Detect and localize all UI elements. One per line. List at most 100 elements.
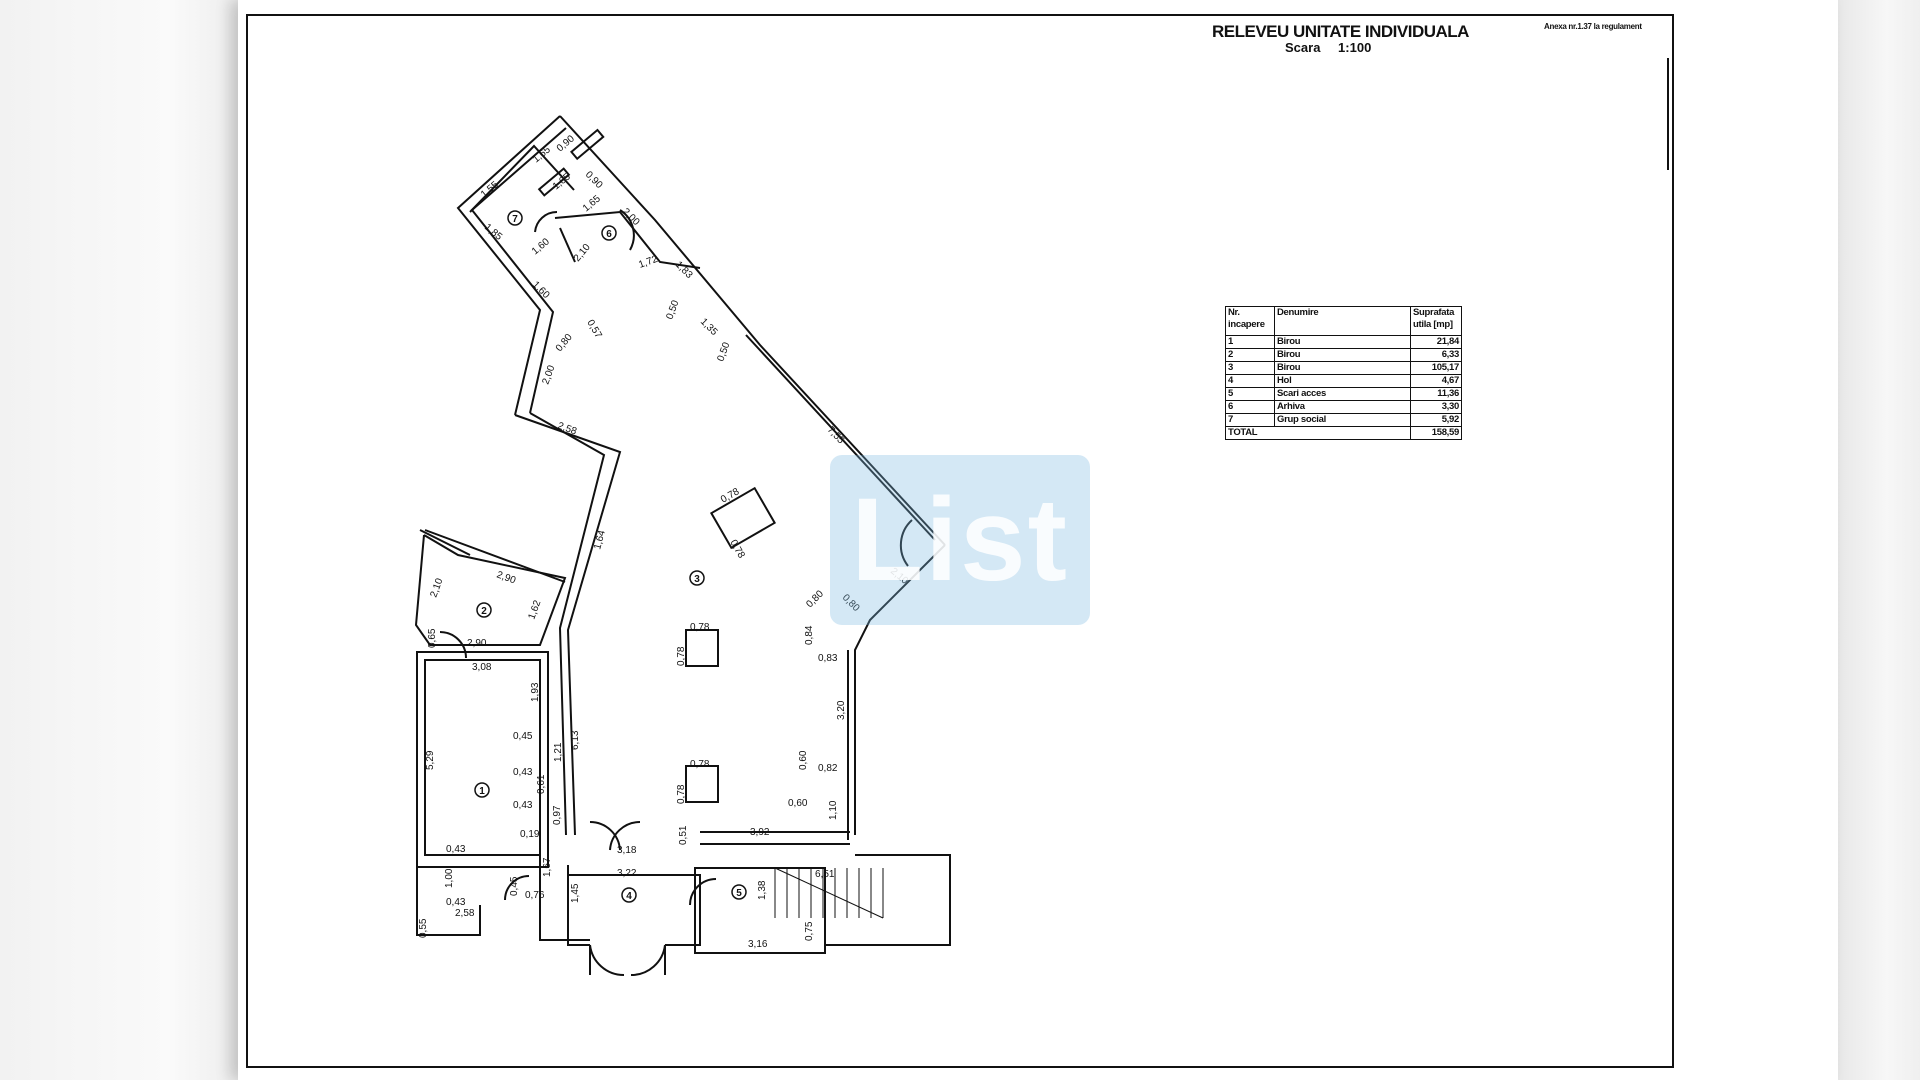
dim-label: 0,43: [446, 844, 466, 855]
dim-label: 0,57: [584, 318, 603, 341]
dim-label: 1,65: [581, 193, 603, 214]
dim-label: 3,92: [750, 827, 770, 838]
dim-label: 2,10: [428, 577, 445, 599]
dim-label: 0,84: [804, 625, 815, 645]
dim-label: 2,90: [495, 569, 517, 586]
dim-label: 0,78: [676, 784, 687, 804]
dim-label: 0,65: [427, 628, 438, 648]
dim-label: 0,43: [446, 897, 466, 908]
wall-room4-left: [567, 865, 590, 946]
drawing-scale: Scara 1:100: [1285, 40, 1385, 54]
door-arc-4: [630, 944, 666, 977]
dim-label: 0,97: [552, 805, 563, 825]
wall-room2-top: [424, 529, 566, 583]
scale-value: 1:100: [1338, 40, 1372, 54]
drawing-title: RELEVEU UNITATE INDIVIDUALA: [1212, 22, 1469, 41]
drawing-frame: [246, 14, 1674, 1068]
dim-label: 0,50: [715, 341, 732, 363]
bottom-rule: [1000, 1066, 1670, 1068]
dim-label: 3,08: [472, 662, 492, 673]
dim-label: 2,00: [620, 206, 642, 228]
wall-room1: [424, 659, 541, 856]
wall-upper-left: [456, 115, 561, 416]
dim-label: 0,78: [676, 646, 687, 666]
door-arc-5: [439, 631, 467, 659]
dim-label: 0,55: [418, 918, 429, 938]
door-arc-1: [589, 820, 621, 851]
door-arc-6: [504, 875, 530, 901]
dim-label: 1,10: [828, 800, 839, 820]
wall-room4: [568, 874, 701, 946]
wall-room1-corridor: [539, 855, 590, 941]
dim-label: 1,93: [530, 682, 541, 702]
room-number-7: 7: [512, 214, 518, 225]
wall-room5: [694, 867, 826, 954]
room-markers: [474, 210, 747, 903]
dim-label: 0,80: [804, 588, 826, 610]
door-arc-9: [534, 210, 558, 233]
dim-label: 0,80: [554, 332, 575, 354]
dim-label: 0,60: [788, 798, 808, 809]
dim-label: 0,60: [798, 750, 809, 770]
dim-label: 1,65: [551, 171, 573, 192]
wall-room7: [469, 144, 575, 213]
dim-label: 3,20: [836, 700, 847, 720]
column-3: [685, 765, 719, 803]
room-number-6: 6: [606, 229, 612, 240]
dim-label: 2,90: [467, 638, 487, 649]
wall-middle-right: [854, 544, 946, 835]
wall-room6: [554, 210, 701, 269]
area-table: Nr. incapere Denumire Suprafata utila [m…: [1225, 306, 1462, 440]
dim-label: 3,16: [748, 939, 768, 950]
wall-middle-left-inner: [529, 412, 606, 836]
wall-upper-right: [559, 115, 946, 546]
door-arc-8: [619, 209, 635, 251]
dim-label: 6,13: [570, 730, 581, 750]
plan-walls: [414, 115, 951, 977]
dim-label: 1,60: [530, 279, 552, 301]
door-arc-7: [689, 878, 717, 906]
title-rule: [1667, 58, 1669, 170]
stair-treads: [774, 867, 884, 919]
dim-label: 2,58: [455, 908, 475, 919]
right-backdrop: [1838, 0, 1920, 1080]
dim-label: 1,38: [757, 880, 768, 900]
wall-room7-door: [559, 227, 576, 263]
dim-label: 0,83: [818, 653, 838, 664]
door-arc-3: [589, 944, 625, 977]
room-number-4: 4: [626, 891, 632, 902]
dim-label: 2,00: [540, 364, 557, 386]
dim-label: 1,72: [637, 254, 659, 271]
dim-label: 1,62: [526, 599, 543, 621]
dim-label: 0,61: [536, 774, 547, 794]
dim-label: 6,51: [815, 869, 835, 880]
dim-label: 1,45: [570, 883, 581, 903]
dim-label: 1,85: [482, 222, 504, 243]
dim-label: 7,55: [825, 425, 847, 447]
dim-label: 1,00: [444, 868, 455, 888]
room-number-1: 1: [479, 786, 485, 797]
fixture-sink-1: [569, 128, 605, 161]
total-value: 158,59: [1410, 426, 1462, 440]
dim-label: 0,82: [818, 763, 838, 774]
watermark-badge: [830, 455, 1090, 625]
wall-stairs: [825, 854, 951, 946]
dim-label: 3,18: [617, 845, 637, 856]
left-backdrop: [0, 0, 245, 1080]
wall-stub: [419, 529, 471, 556]
wall-upper-left-inner: [470, 127, 567, 414]
dim-label: 1,67: [542, 857, 553, 877]
dim-label: 0,75: [804, 921, 815, 941]
dim-label: 0,78: [690, 622, 710, 633]
door-arc-2: [609, 820, 641, 851]
wall-room1-outer: [416, 651, 549, 868]
dim-label: 1,60: [530, 236, 552, 257]
dim-label: 2,10: [572, 242, 593, 264]
wall-room1-bottom: [416, 867, 481, 936]
dim-label: 0,50: [664, 299, 681, 321]
dim-label: 0,76: [525, 890, 545, 901]
